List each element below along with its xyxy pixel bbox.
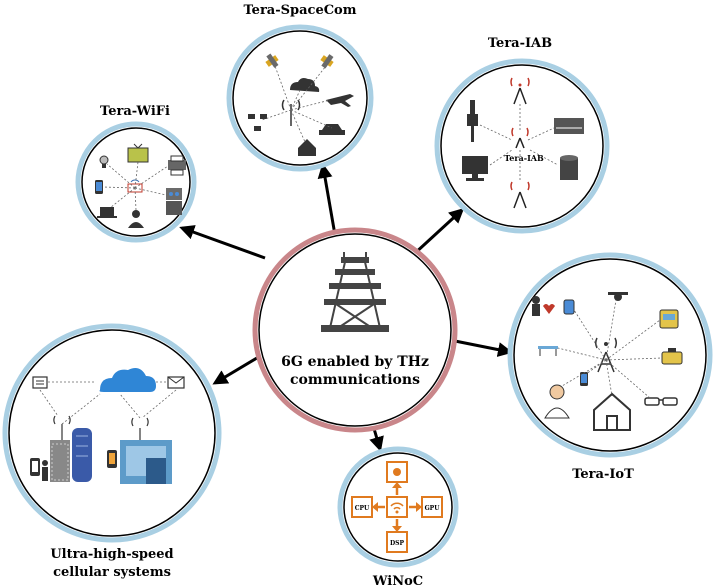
node-winoc: WiNoC CPU GPU DSP	[337, 446, 459, 587]
phone-icon	[95, 180, 103, 194]
smart-glasses-icon	[644, 397, 678, 406]
tera-iot-title: Tera-IoT	[572, 467, 634, 482]
arrow-to-spacecom	[317, 163, 337, 236]
cpu-chip: CPU	[351, 496, 373, 518]
cpu-label: CPU	[355, 505, 370, 512]
webcam-icon	[99, 155, 109, 168]
tower-icon	[510, 77, 530, 105]
building-icon	[50, 440, 70, 482]
winoc-title: WiNoC	[372, 574, 423, 587]
email-icon	[167, 376, 185, 389]
dsp-chip: DSP	[386, 531, 408, 553]
chip-icon	[386, 461, 408, 483]
phone-icon	[107, 450, 117, 468]
cellular-title-line1: Ultra-high-speed	[50, 547, 173, 562]
phone-icon	[30, 458, 40, 476]
tower-icon	[510, 181, 530, 209]
antenna-icon	[281, 99, 301, 126]
tv-icon	[127, 143, 149, 163]
tera-wifi-title: Tera-WiFi	[100, 104, 170, 119]
chip-icon	[386, 496, 408, 518]
skyscraper-icon	[72, 428, 92, 482]
tower-icon	[131, 417, 149, 440]
node-cellular: Ultra-high-speed cellular systems	[2, 323, 222, 580]
arrow-to-iot	[449, 338, 513, 358]
monitor-icon	[462, 156, 488, 181]
server-icon	[554, 118, 584, 134]
arrow-to-iab	[411, 207, 465, 257]
satellite-icon	[265, 53, 279, 68]
arrow-to-wifi	[179, 225, 266, 260]
network-icon	[248, 114, 267, 131]
smart-home-icon	[593, 392, 631, 431]
tower-icon	[595, 337, 617, 373]
car-icon	[319, 124, 345, 135]
robot-icon	[166, 188, 182, 215]
hospital-bed-icon	[538, 346, 558, 356]
gpu-label: GPU	[425, 505, 441, 512]
center-node: 6G enabled by THz communications	[252, 227, 458, 433]
message-icon	[32, 376, 48, 389]
health-monitor-icon	[532, 296, 575, 316]
house-icon	[298, 139, 316, 156]
node-tera-spacecom: Tera-SpaceCom	[226, 3, 374, 172]
train-icon	[659, 309, 679, 329]
thz-tower-icon	[321, 252, 389, 332]
cloud-icon	[99, 368, 156, 392]
node-tera-wifi: Tera-WiFi	[75, 104, 197, 243]
dsp-label: DSP	[390, 540, 405, 547]
tera-iab-title: Tera-IAB	[488, 36, 552, 51]
phone-icon	[580, 372, 588, 386]
office-building-icon	[120, 440, 172, 484]
network-cable-icon	[467, 100, 478, 142]
node-tera-iot: Tera-IoT	[507, 252, 713, 482]
airplane-icon	[326, 94, 354, 107]
drone-icon	[608, 292, 628, 301]
cellular-title-line2: cellular systems	[53, 565, 171, 580]
tera-spacecom-title: Tera-SpaceCom	[244, 3, 357, 18]
user-icon	[128, 210, 144, 228]
database-icon	[560, 155, 578, 180]
center-title-line2: communications	[290, 372, 420, 388]
node-tera-iab: Tera-IAB Tera-IAB	[434, 36, 610, 234]
gpu-chip: GPU	[421, 496, 443, 518]
arrow-to-cellular	[212, 353, 263, 385]
tower-icon	[53, 415, 71, 440]
laptop-icon	[97, 207, 117, 218]
printer-icon	[168, 155, 186, 176]
cloud-icon	[290, 78, 320, 92]
tera-iab-inner-label: Tera-IAB	[504, 153, 544, 163]
satellite-icon	[320, 54, 334, 69]
doctor-icon	[544, 384, 570, 419]
tower-icon	[511, 127, 529, 149]
person-icon	[42, 460, 48, 481]
center-title-line1: 6G enabled by THz	[281, 354, 429, 370]
